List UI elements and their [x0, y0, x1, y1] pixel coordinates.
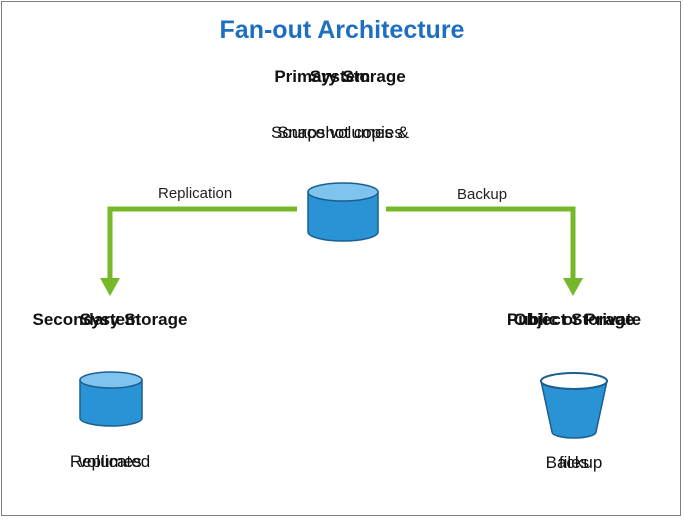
secondary-storage-title-line: Secondary Storage [32, 310, 188, 329]
database-cylinder-icon [307, 182, 379, 242]
object-storage-title-line: Object Storage [513, 310, 635, 329]
secondary-storage-description-line: volumes [78, 452, 142, 471]
backup-arrowhead [563, 278, 583, 296]
object-storage-description-line: Backup [545, 453, 603, 472]
object-storage-title-line: Public or Private [506, 310, 642, 329]
primary-storage-title-line: System [309, 67, 371, 86]
secondary-storage-title-line: System [79, 310, 141, 329]
diagram-title: Fan-out Architecture [219, 16, 465, 44]
backup-label: Backup [457, 186, 508, 203]
replication-connector [100, 206, 297, 296]
primary-storage-description-line: Snapshot copies [277, 123, 403, 142]
backup-connector [386, 206, 583, 296]
replication-label: Replication [158, 185, 233, 202]
primary-storage-description-line: Source volumes & [271, 123, 409, 142]
database-cylinder-icon [79, 371, 143, 427]
replication-arrowhead [100, 278, 120, 296]
object-storage-description-line: files [558, 453, 590, 472]
secondary-storage-description-line: Replicated [69, 452, 151, 471]
primary-storage-title-line: Primary Storage [274, 67, 406, 86]
bucket-icon [540, 372, 608, 439]
